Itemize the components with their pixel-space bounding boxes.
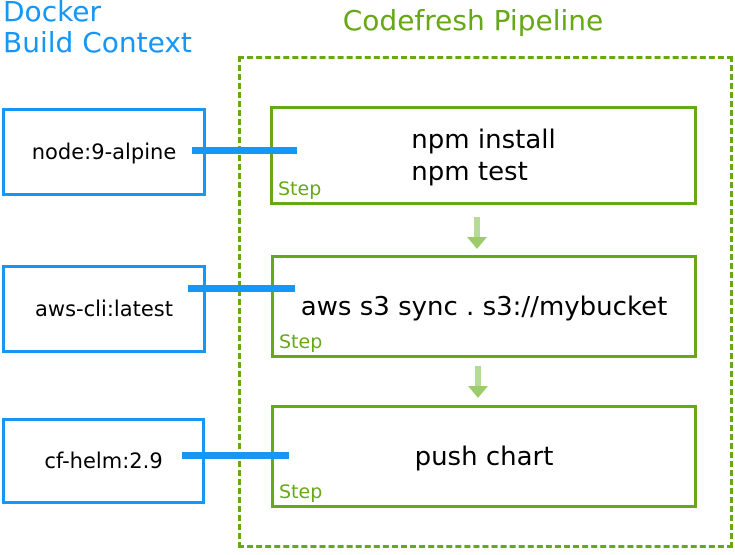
image-box-node-9-alpine: node:9-alpine: [2, 108, 206, 196]
down-arrow-head: [468, 386, 488, 398]
codefresh-pipeline-title: Codefresh Pipeline: [342, 4, 604, 37]
step-commands: aws s3 sync . s3://mybucket: [301, 291, 668, 323]
step-command-line: push chart: [414, 441, 554, 472]
step-box-npm: npm install npm test Step: [270, 106, 697, 205]
docker-title-line2: Build Context: [3, 26, 192, 59]
connector-line-node-to-step1: [192, 147, 297, 154]
image-box-aws-cli-latest: aws-cli:latest: [2, 265, 206, 353]
down-arrow-icon: [468, 366, 488, 398]
step-badge: Step: [279, 331, 323, 353]
step-command-line: aws s3 sync . s3://mybucket: [300, 291, 668, 322]
connector-line-cfhelm-to-step3: [182, 452, 289, 459]
image-box-cf-helm-2-9: cf-helm:2.9: [2, 418, 205, 504]
step-command-line: npm test: [411, 156, 528, 187]
step-commands: push chart: [415, 441, 554, 473]
image-label: cf-helm:2.9: [44, 449, 163, 473]
step-box-s3-sync: aws s3 sync . s3://mybucket Step: [271, 255, 697, 358]
step-badge: Step: [278, 178, 322, 200]
image-label: node:9-alpine: [31, 140, 177, 164]
step-box-push-chart: push chart Step: [271, 405, 697, 508]
docker-title-line1: Docker: [3, 0, 102, 28]
down-arrow-icon: [467, 217, 487, 249]
down-arrow-head: [467, 237, 487, 249]
step-command-line: npm install: [411, 124, 556, 155]
step-commands: npm install npm test: [411, 124, 555, 188]
down-arrow-stem: [474, 217, 480, 237]
down-arrow-stem: [475, 366, 481, 386]
connector-line-awscli-to-step2: [188, 285, 295, 292]
image-label: aws-cli:latest: [35, 297, 173, 321]
pipeline-dashed-container: [238, 56, 733, 548]
step-badge: Step: [279, 481, 323, 503]
docker-build-context-title: Docker Build Context: [3, 0, 192, 58]
